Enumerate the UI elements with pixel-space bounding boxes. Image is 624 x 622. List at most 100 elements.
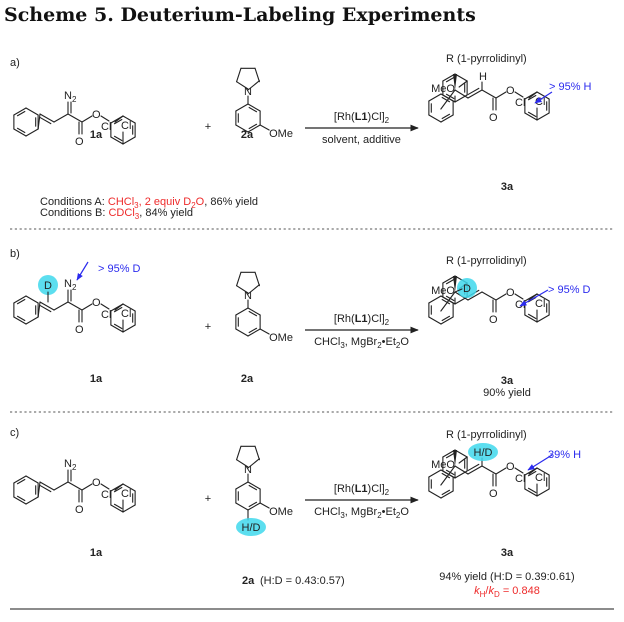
bond: [481, 465, 497, 475]
alkene-bond-double: [39, 485, 52, 493]
catalyst-label: [Rh(L1)Cl]2​: [334, 313, 390, 327]
annotation-arrow: [534, 91, 553, 104]
ring-bond: [442, 275, 456, 284]
cl-bond: [114, 483, 124, 491]
ring-bond: [536, 314, 550, 323]
ring-bond: [235, 124, 249, 133]
ring-bond: [25, 295, 39, 304]
cl-label: Cl: [121, 308, 131, 320]
ring-double-bond: [16, 495, 26, 502]
compound-label: 3a: [501, 547, 514, 559]
ring-double-bond: [16, 110, 26, 117]
d-label: D: [463, 283, 471, 295]
dichlorophenyl-ring: [110, 115, 136, 145]
cl-label: Cl: [515, 97, 525, 109]
carbonyl-o-label: O: [489, 112, 498, 124]
ome-bond: [259, 328, 270, 335]
alkene-bond: [39, 301, 55, 311]
cl-bond: [114, 303, 124, 311]
ring-double-bond: [441, 472, 451, 479]
ring-bond: [428, 316, 442, 325]
ring-bond: [235, 328, 249, 337]
ring-double-bond: [16, 478, 26, 485]
cl-label: Cl: [515, 473, 525, 485]
bond: [67, 481, 83, 491]
ring-bond: [13, 128, 27, 137]
ring-bond: [235, 103, 249, 112]
conditions-line: Conditions A: CHCl3​, 2 equiv D2​O, 86% …: [40, 196, 258, 210]
ring-bond: [247, 328, 261, 337]
ring-bond: [428, 469, 442, 478]
ring-bond: [25, 107, 39, 116]
catalyst-label: [Rh(L1)Cl]2​: [334, 111, 390, 125]
ring-bond: [442, 449, 456, 458]
h-label: H: [479, 71, 487, 83]
scheme-title: Scheme 5. Deuterium-Labeling Experiments: [4, 4, 476, 26]
phenyl-ring: [13, 107, 39, 137]
anisole-ring: [235, 103, 261, 133]
alkene-bond-double: [39, 117, 52, 125]
dichlorophenyl-ring: [110, 303, 136, 333]
bond: [81, 483, 93, 491]
alkene-bond-double: [467, 87, 480, 95]
ring-bond: [25, 496, 39, 505]
reaction-arrow-group: [Rh(L1)Cl]2​ solvent, additive: [305, 111, 419, 146]
annotation-label: > 95% H: [549, 81, 592, 93]
ring-bond: [122, 303, 136, 312]
ester-o-label: O: [92, 109, 101, 121]
ring-bond: [247, 307, 261, 316]
ring-double-bond: [248, 327, 258, 334]
bond: [254, 445, 260, 461]
ring-bond: [440, 114, 454, 123]
meo-bond: [458, 80, 468, 88]
cl-bond: [528, 91, 538, 99]
alkene-bond: [39, 113, 55, 123]
reagents-label: solvent, additive: [322, 134, 401, 146]
compound-label: 1a: [90, 129, 103, 141]
bond: [81, 115, 93, 123]
yield-label: 90% yield: [483, 387, 531, 399]
diazo-n2-label: N2​: [64, 458, 77, 472]
panel-a: a)N2​OOClCl1a+NOMe2a[Rh(L1)Cl]2​solvent,…: [10, 53, 592, 221]
ring-bond: [122, 115, 136, 124]
alkene-bond: [467, 465, 483, 475]
ester-o-label: O: [506, 85, 515, 97]
ring-bond: [440, 490, 454, 499]
cl-label: Cl: [121, 120, 131, 132]
meo-bond: [458, 456, 468, 464]
phenyl-ring: [428, 93, 454, 123]
ring-bond: [442, 73, 456, 82]
bond: [440, 89, 456, 110]
carbonyl-o-label: O: [75, 504, 84, 516]
ring-double-bond: [527, 111, 537, 118]
bond: [247, 284, 260, 295]
ring-bond: [536, 467, 550, 476]
cl-label: Cl: [515, 299, 525, 311]
bond: [53, 301, 69, 311]
diazo-n2-label: N2​: [64, 90, 77, 104]
bond: [236, 285, 249, 294]
deuterium-highlight: [457, 278, 477, 298]
pyrrolidine-ring: [236, 67, 260, 91]
annotation-label: 39% H: [548, 449, 581, 461]
ring-double-bond: [445, 278, 455, 285]
ring-bond: [25, 316, 39, 325]
ring-bond: [110, 504, 124, 513]
plus-sign: +: [205, 321, 211, 333]
bond: [81, 303, 93, 311]
alkene-bond: [467, 89, 483, 99]
ring-bond: [247, 502, 261, 511]
ring-bond: [235, 307, 249, 316]
compound-label: 3a: [501, 181, 514, 193]
bond: [254, 67, 260, 83]
ring-bond: [122, 504, 136, 513]
pyrrolidine-n-label: N: [244, 86, 252, 98]
deuterium-highlight: [236, 518, 266, 536]
catalyst-label: [Rh(L1)Cl]2​: [334, 483, 390, 497]
reaction-arrow-group: [Rh(L1)Cl]2​CHCl3​, MgBr2​•Et2​O: [305, 313, 419, 350]
plus-sign: +: [205, 493, 211, 505]
ring-bond: [110, 324, 124, 333]
ring-bond: [13, 475, 27, 484]
bond: [514, 91, 524, 98]
